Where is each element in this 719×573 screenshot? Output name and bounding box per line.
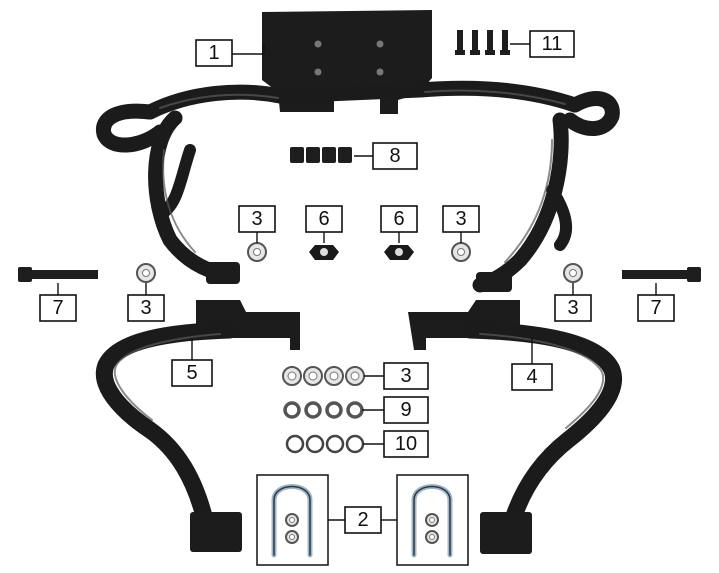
lower-right-tube [461, 321, 622, 531]
callout-label: 3 [455, 208, 466, 230]
nut-6-right [384, 245, 414, 260]
upper-right-loop [562, 91, 620, 136]
spacer-set-8 [290, 147, 352, 163]
leader-lines [57, 43, 657, 521]
washer-3-mid-left [136, 263, 156, 283]
upper-right-strut [546, 184, 573, 251]
callout-label: 8 [389, 145, 400, 167]
callout-11: 11 [529, 30, 575, 58]
callout-6-left: 6 [305, 205, 343, 233]
lock-washer-set-9 [283, 401, 364, 419]
washer-3-mid-right [563, 263, 583, 283]
washer-stack-3 [282, 366, 365, 386]
callout-3-stack: 3 [383, 362, 429, 390]
callout-5: 5 [171, 359, 213, 387]
u-bolt-kit-right [396, 474, 469, 566]
callout-label: 7 [52, 297, 63, 319]
callout-label: 6 [393, 208, 404, 230]
callout-label: 1 [208, 42, 219, 64]
callout-label: 5 [186, 362, 197, 384]
upper-right-leg [472, 112, 569, 293]
callout-label: 2 [357, 509, 368, 531]
plate-hole [376, 68, 384, 76]
upper-left-loop [96, 103, 168, 153]
callout-7-left: 7 [39, 294, 77, 322]
upper-cross-tube [142, 80, 583, 120]
callout-label: 6 [318, 208, 329, 230]
callout-label: 3 [567, 297, 578, 319]
callout-10: 10 [383, 430, 429, 458]
upper-left-strut [154, 144, 196, 221]
lower-left-foot [190, 512, 242, 552]
callout-3-mid-left: 3 [127, 294, 165, 322]
callout-2: 2 [344, 506, 382, 534]
bolt-set-11 [455, 30, 510, 55]
long-bolt-7-right [622, 267, 701, 282]
callout-4: 4 [511, 363, 553, 391]
lower-right-foot [480, 512, 532, 554]
washer-3-upper-right [451, 242, 471, 262]
callout-9: 9 [383, 396, 429, 424]
lower-left-crash-bar [95, 300, 300, 552]
upper-crash-bar [96, 10, 620, 293]
plate-hole [314, 68, 322, 76]
callout-8: 8 [372, 142, 418, 170]
upper-right-foot [476, 272, 512, 292]
callout-label: 3 [251, 208, 262, 230]
long-bolt-7-left [18, 267, 98, 282]
callout-1: 1 [195, 39, 233, 67]
callout-3-mid-right: 3 [554, 294, 592, 322]
nut-6-left [309, 245, 339, 260]
callout-label: 3 [140, 297, 151, 319]
washer-3-upper-left [247, 242, 267, 262]
callout-3-upper-left: 3 [238, 205, 276, 233]
callout-label: 7 [650, 297, 661, 319]
upper-left-foot [206, 262, 240, 284]
callout-6-right: 6 [380, 205, 418, 233]
plate-hole [314, 40, 322, 48]
callout-label: 10 [395, 433, 417, 455]
callout-label: 4 [526, 366, 537, 388]
callout-label: 9 [400, 399, 411, 421]
callout-label: 11 [542, 33, 563, 55]
lower-left-tube [95, 321, 239, 529]
callout-7-right: 7 [637, 294, 675, 322]
callout-3-upper-right: 3 [442, 205, 480, 233]
callout-label: 3 [400, 365, 411, 387]
u-bolt-kit-left [256, 474, 329, 566]
plate-hole [376, 40, 384, 48]
lower-right-crash-bar [408, 300, 622, 554]
ring-set-10 [285, 434, 365, 454]
